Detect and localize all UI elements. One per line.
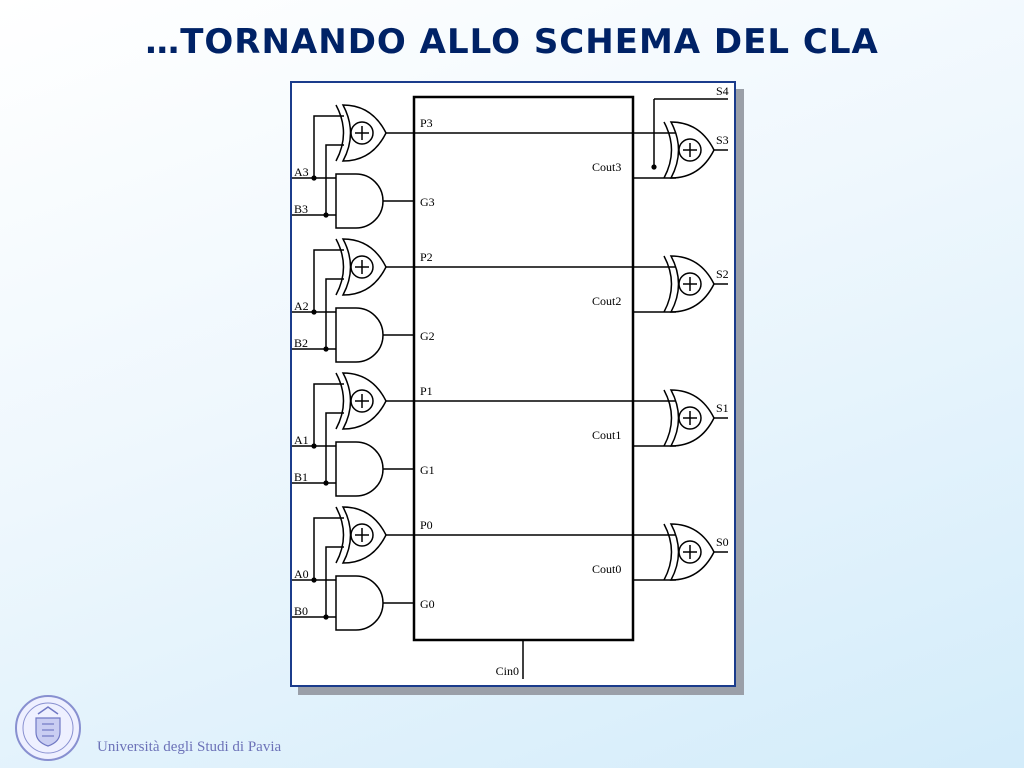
label-g3: G3 — [420, 195, 435, 209]
label-cout2: Cout2 — [592, 294, 621, 308]
label-a3: A3 — [294, 165, 309, 179]
label-p3: P3 — [420, 116, 433, 130]
sum-xor-s2 — [663, 255, 715, 313]
label-s2: S2 — [716, 267, 729, 281]
label-cout3: Cout3 — [592, 160, 621, 174]
label-cin0: Cin0 — [496, 664, 519, 678]
label-b3: B3 — [294, 202, 308, 216]
junction-a3 — [311, 175, 317, 181]
and-gate-g1 — [335, 441, 384, 497]
label-g2: G2 — [420, 329, 435, 343]
junction-b3 — [323, 212, 329, 218]
xor-gate-p3 — [335, 104, 387, 162]
junction-b1 — [323, 480, 329, 486]
label-b2: B2 — [294, 336, 308, 350]
sum-xor-s0 — [663, 523, 715, 581]
cla-schematic: A3B3P3G3Cout3S3A2B2P2G2Cout2S2A1B1P1G1Co… — [292, 84, 729, 679]
wire-b1-to-xor — [325, 412, 344, 483]
label-cout0: Cout0 — [592, 562, 621, 576]
and-gate-g3 — [335, 173, 384, 229]
wire-b0-to-xor — [325, 546, 344, 617]
label-p0: P0 — [420, 518, 433, 532]
label-b1: B1 — [294, 470, 308, 484]
cla-block — [412, 95, 635, 642]
xor-gate-p2 — [335, 238, 387, 296]
label-a2: A2 — [294, 299, 309, 313]
junction-a1 — [311, 443, 317, 449]
junction-cout3 — [651, 164, 657, 170]
slide-title: …TORNANDO ALLO SCHEMA DEL CLA — [145, 22, 879, 62]
xor-gate-p0 — [335, 506, 387, 564]
junction-a2 — [311, 309, 317, 315]
and-gate-g0 — [335, 575, 384, 631]
label-s1: S1 — [716, 401, 729, 415]
university-seal-icon — [15, 695, 81, 761]
junction-a0 — [311, 577, 317, 583]
label-a0: A0 — [294, 567, 309, 581]
wire-b2-to-xor — [325, 278, 344, 349]
wire-b3-to-xor — [325, 144, 344, 215]
wire-a0-to-xor — [313, 517, 344, 580]
sum-xor-s3 — [663, 121, 715, 179]
wire-a3-to-xor — [313, 115, 344, 178]
label-g0: G0 — [420, 597, 435, 611]
wire-a2-to-xor — [313, 249, 344, 312]
sum-xor-s1 — [663, 389, 715, 447]
label-g1: G1 — [420, 463, 435, 477]
junction-b2 — [323, 346, 329, 352]
label-p1: P1 — [420, 384, 433, 398]
label-b0: B0 — [294, 604, 308, 618]
label-a1: A1 — [294, 433, 309, 447]
wire-a1-to-xor — [313, 383, 344, 446]
label-s4: S4 — [716, 84, 729, 98]
footer-university-name: Università degli Studi di Pavia — [97, 739, 282, 755]
label-p2: P2 — [420, 250, 433, 264]
xor-gate-p1 — [335, 372, 387, 430]
junction-b0 — [323, 614, 329, 620]
label-s3: S3 — [716, 133, 729, 147]
and-gate-g2 — [335, 307, 384, 363]
label-cout1: Cout1 — [592, 428, 621, 442]
label-s0: S0 — [716, 535, 729, 549]
